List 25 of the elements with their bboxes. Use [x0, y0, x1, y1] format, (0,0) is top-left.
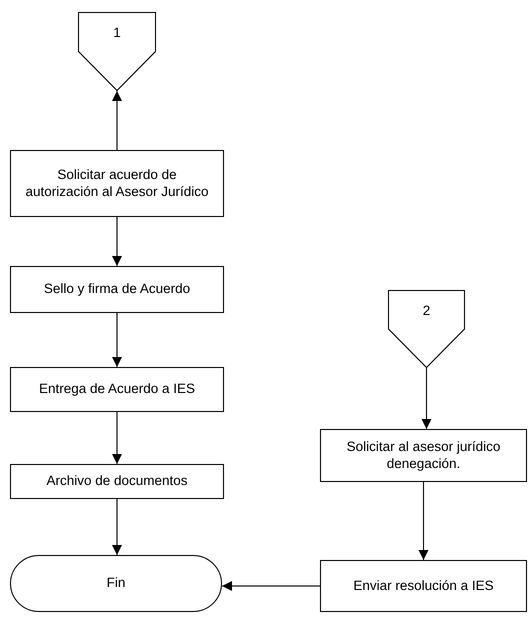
arrow — [112, 412, 122, 464]
process-box — [10, 150, 224, 217]
process-box — [10, 464, 224, 499]
process-box — [10, 266, 224, 313]
arrow — [112, 498, 122, 556]
arrow — [422, 368, 432, 430]
offpage-connector — [388, 290, 465, 368]
arrow — [112, 90, 122, 150]
node-label: Sello y firma de Acuerdo — [44, 281, 190, 298]
node-label: Entrega de Acuerdo a IES — [38, 381, 196, 398]
node-label: Solicitar acuerdo de autorización al Asesor Jurídico — [25, 166, 209, 200]
arrow — [222, 581, 320, 591]
node-label: Enviar resolución a IES — [353, 578, 494, 594]
arrow — [112, 312, 122, 368]
node-label: Archivo de documentos — [46, 473, 188, 490]
offpage-connector — [78, 12, 156, 91]
arrow — [418, 482, 428, 560]
process-box — [320, 560, 527, 612]
node-label: Fin — [106, 575, 126, 592]
arrow — [112, 216, 122, 266]
process-box — [320, 429, 527, 482]
node-label: 2 — [422, 303, 430, 320]
node-label: 1 — [113, 25, 121, 42]
node-label: Solicitar al asesor jurídico denegación. — [346, 438, 502, 472]
process-box — [10, 367, 224, 412]
